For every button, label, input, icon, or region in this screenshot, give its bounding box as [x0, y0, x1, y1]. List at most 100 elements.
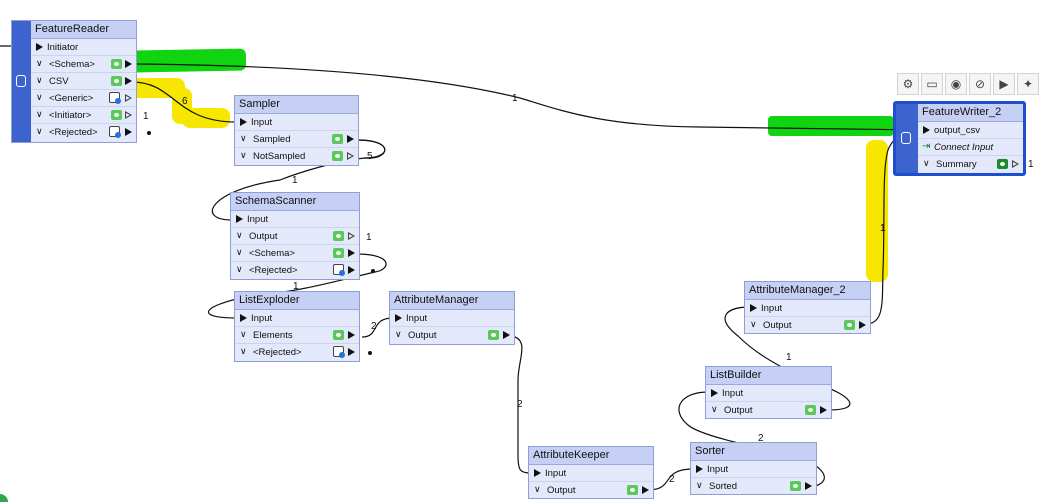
node-toolbar: ⚙ ▭ ◉ ⊘ ▶ ✦	[897, 73, 1039, 95]
eye-icon[interactable]	[332, 134, 343, 144]
input-port[interactable]: Input	[691, 461, 816, 478]
output-port-output[interactable]: ∨Output	[231, 228, 359, 245]
eye-icon[interactable]	[333, 231, 344, 241]
database-icon	[16, 74, 26, 87]
gear-icon[interactable]: ⚙	[897, 73, 919, 95]
connect-input-port[interactable]: ⇥Connect Input	[918, 139, 1023, 156]
output-port-generic[interactable]: ∨<Generic>	[31, 90, 136, 107]
input-arrow-icon	[236, 215, 243, 223]
featurereader-node[interactable]: FeatureReader Initiator ∨<Schema> ∨CSV ∨…	[11, 20, 137, 143]
output-port-notsampled[interactable]: ∨NotSampled	[235, 148, 358, 165]
folder-icon[interactable]: ▭	[921, 73, 943, 95]
chevron-down-icon: ∨	[240, 329, 247, 339]
inspect-icon[interactable]: ◉	[945, 73, 967, 95]
output-port-schema[interactable]: ∨<Schema>	[231, 245, 359, 262]
eye-icon[interactable]	[332, 151, 343, 161]
database-icon	[901, 131, 911, 144]
eye-icon[interactable]	[627, 485, 638, 495]
chevron-down-icon: ∨	[36, 109, 43, 119]
node-title: FeatureWriter_2	[918, 104, 1023, 122]
output-port-output[interactable]: ∨Output	[745, 317, 870, 334]
output-port-sampled[interactable]: ∨Sampled	[235, 131, 358, 148]
attributemanager2-node[interactable]: AttributeManager_2 Input ∨Output	[744, 281, 871, 334]
output-port-rejected[interactable]: ∨<Rejected>	[235, 344, 359, 361]
output-arrow-icon	[503, 331, 510, 339]
output-port-initiator[interactable]: ∨<Initiator>	[31, 107, 136, 124]
input-port[interactable]: Input	[231, 211, 359, 228]
canvas-edge-marker	[0, 494, 8, 502]
listbuilder-node[interactable]: ListBuilder Input ∨Output	[705, 366, 832, 419]
eye-icon[interactable]	[111, 110, 122, 120]
sampler-node[interactable]: Sampler Input ∨Sampled ∨NotSampled	[234, 95, 359, 166]
chevron-down-icon: ∨	[923, 158, 930, 168]
output-port-sorted[interactable]: ∨Sorted	[691, 478, 816, 495]
disable-icon[interactable]: ⊘	[969, 73, 991, 95]
eye-icon[interactable]	[111, 76, 122, 86]
run-icon[interactable]: ▶	[993, 73, 1015, 95]
chevron-down-icon: ∨	[240, 150, 247, 160]
featurewriter2-node[interactable]: FeatureWriter_2 output_csv ⇥Connect Inpu…	[893, 101, 1026, 176]
output-arrow-icon	[859, 321, 866, 329]
output-arrow-icon	[805, 482, 812, 490]
reader-side-bar	[12, 21, 31, 142]
eye-icon[interactable]	[333, 248, 344, 258]
count-sorter-builder: 2	[758, 433, 764, 444]
inspect-icon[interactable]	[109, 92, 121, 104]
chevron-down-icon: ∨	[236, 230, 243, 240]
input-port[interactable]: Input	[745, 300, 870, 317]
eye-icon[interactable]	[805, 405, 816, 415]
eye-icon[interactable]	[844, 320, 855, 330]
output-port-output[interactable]: ∨Output	[529, 482, 653, 499]
input-port-initiator[interactable]: Initiator	[31, 39, 136, 56]
chevron-down-icon: ∨	[711, 404, 718, 414]
sorter-node[interactable]: Sorter Input ∨Sorted	[690, 442, 817, 495]
input-port[interactable]: Input	[390, 310, 514, 327]
output-port-summary[interactable]: ∨Summary	[918, 156, 1023, 173]
inspect-icon[interactable]	[333, 264, 345, 276]
eye-icon[interactable]	[111, 59, 122, 69]
output-arrow-icon	[642, 486, 649, 494]
chevron-down-icon: ∨	[240, 133, 247, 143]
input-arrow-icon	[36, 43, 43, 51]
output-arrow-icon	[125, 111, 132, 119]
output-port-rejected[interactable]: ∨<Rejected>	[231, 262, 359, 279]
inspect-icon[interactable]	[109, 126, 121, 138]
output-port-schema[interactable]: ∨<Schema>	[31, 56, 136, 73]
inspect-icon[interactable]	[333, 346, 345, 358]
input-port[interactable]: Input	[235, 114, 358, 131]
eye-icon[interactable]	[790, 481, 801, 491]
input-port[interactable]: Input	[235, 310, 359, 327]
schemascanner-node[interactable]: SchemaScanner Input ∨Output ∨<Schema> ∨<…	[230, 192, 360, 280]
count-schema-writer: 1	[512, 93, 518, 104]
output-arrow-icon	[347, 152, 354, 160]
sparkle-icon[interactable]: ✦	[1017, 73, 1039, 95]
listexploder-node[interactable]: ListExploder Input ∨Elements ∨<Rejected>	[234, 291, 360, 362]
output-arrow-icon	[348, 331, 355, 339]
node-title: Sampler	[235, 96, 358, 114]
eye-icon[interactable]	[997, 159, 1008, 169]
chevron-down-icon: ∨	[236, 264, 243, 274]
input-arrow-icon	[534, 469, 541, 477]
output-port-csv[interactable]: ∨CSV	[31, 73, 136, 90]
eye-icon[interactable]	[333, 330, 344, 340]
output-port-output[interactable]: ∨Output	[390, 327, 514, 344]
input-port-output-csv[interactable]: output_csv	[918, 122, 1023, 139]
attributemanager-node[interactable]: AttributeManager Input ∨Output	[389, 291, 515, 345]
node-title: SchemaScanner	[231, 193, 359, 211]
count-manager-keeper: 2	[517, 399, 523, 410]
attributekeeper-node[interactable]: AttributeKeeper Input ∨Output	[528, 446, 654, 499]
output-port-output[interactable]: ∨Output	[706, 402, 831, 419]
output-port-rejected[interactable]: ∨<Rejected>	[31, 124, 136, 141]
chevron-down-icon: ∨	[395, 329, 402, 339]
input-port[interactable]: Input	[529, 465, 653, 482]
chevron-down-icon: ∨	[36, 75, 43, 85]
chevron-down-icon: ∨	[36, 92, 43, 102]
output-port-elements[interactable]: ∨Elements	[235, 327, 359, 344]
input-port[interactable]: Input	[706, 385, 831, 402]
eye-icon[interactable]	[488, 330, 499, 340]
input-arrow-icon	[395, 314, 402, 322]
connect-icon: ⇥	[922, 141, 931, 152]
count-notsampled: 5	[367, 151, 373, 162]
node-title: AttributeManager	[390, 292, 514, 310]
